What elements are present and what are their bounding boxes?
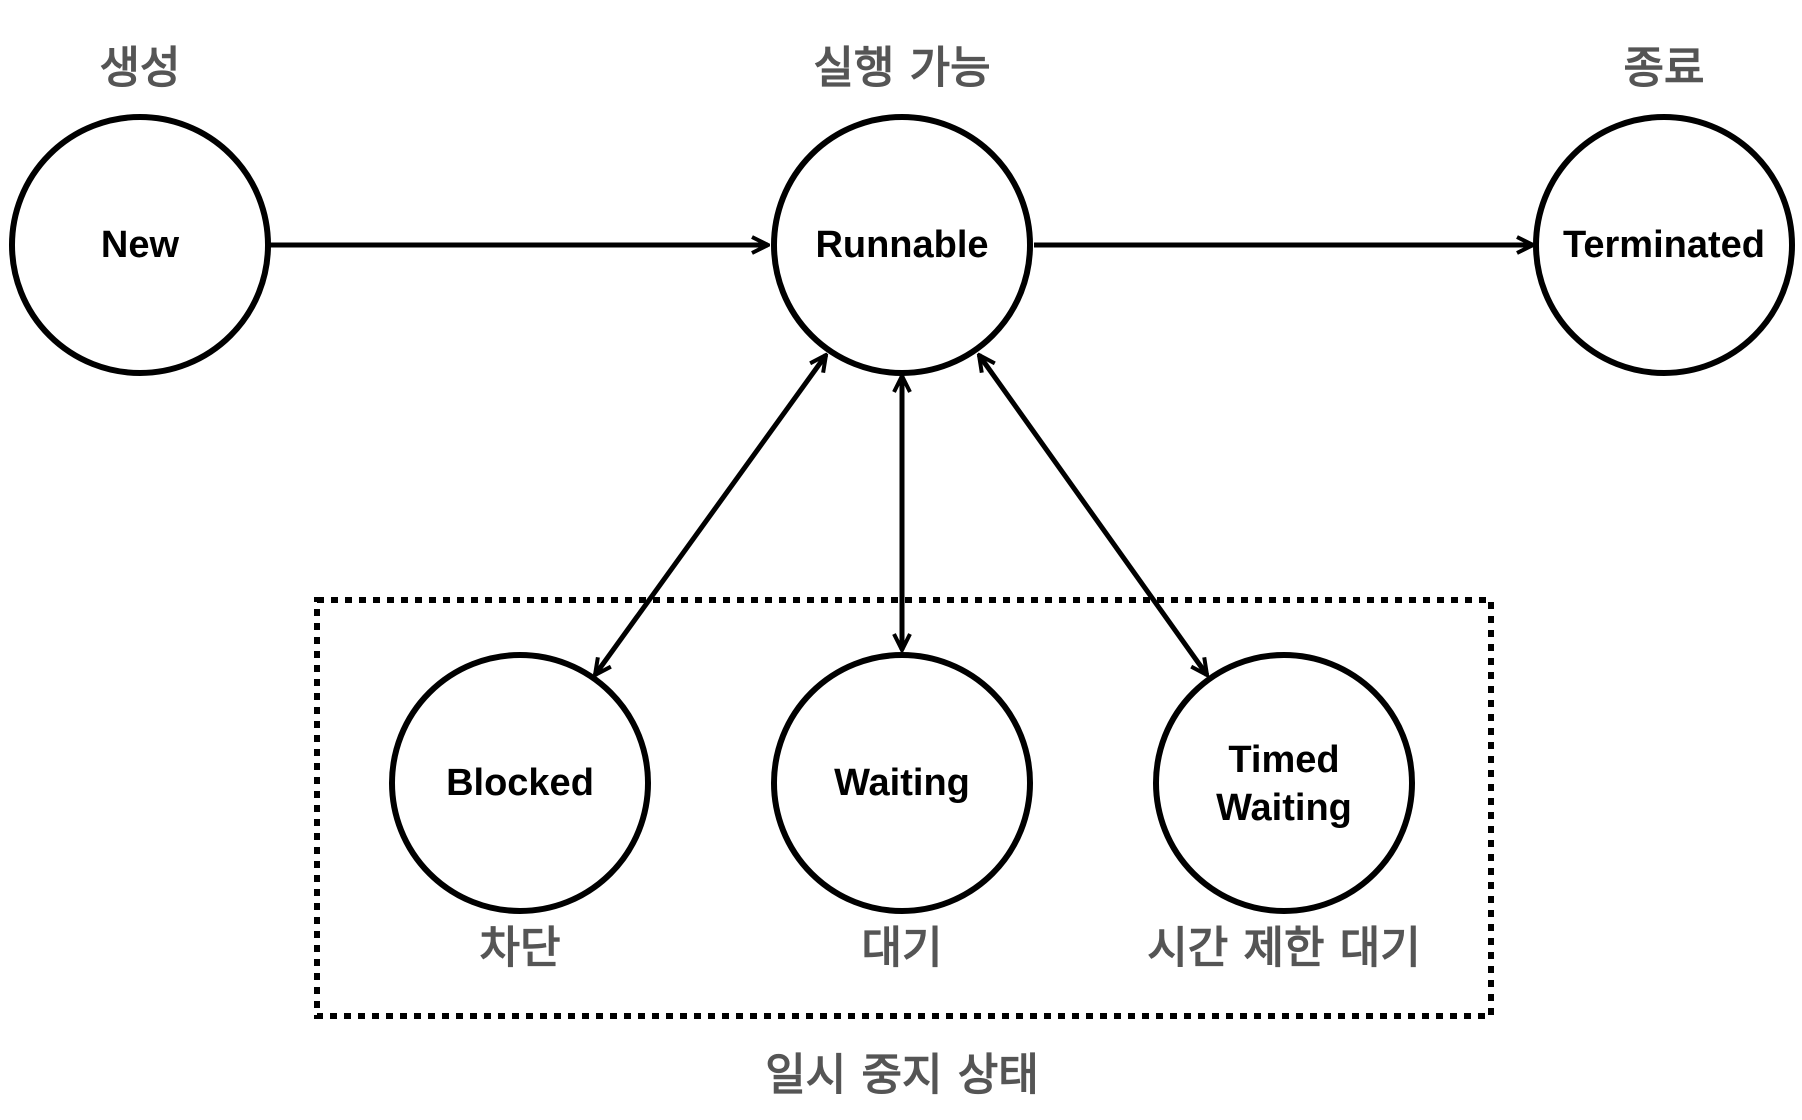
- caption-new: 생성: [100, 43, 181, 94]
- edge-runnable-timed-waiting: [979, 355, 1207, 675]
- state-node-runnable: Runnable: [771, 114, 1033, 376]
- state-circle-timed-waiting: [1153, 652, 1415, 914]
- paused-states-group-box: [314, 597, 1494, 1019]
- caption-paused-group: 일시 중지 상태: [765, 1050, 1039, 1101]
- state-circle-new: [9, 114, 271, 376]
- state-node-terminated: Terminated: [1533, 114, 1795, 376]
- state-label-new: New: [101, 224, 180, 266]
- state-circle-runnable: [771, 114, 1033, 376]
- caption-terminated: 종료: [1624, 43, 1705, 94]
- state-label-terminated: Terminated: [1563, 224, 1765, 266]
- state-label-timed-waiting-line2: Waiting: [1216, 787, 1352, 829]
- caption-blocked: 차단: [480, 923, 561, 974]
- caption-waiting: 대기: [862, 923, 943, 974]
- state-circle-terminated: [1533, 114, 1795, 376]
- state-node-timed-waiting: Timed Waiting: [1153, 652, 1415, 914]
- state-node-waiting: Waiting: [771, 652, 1033, 914]
- state-label-blocked: Blocked: [446, 762, 594, 804]
- state-label-timed-waiting-line1: Timed: [1228, 739, 1339, 781]
- state-node-blocked: Blocked: [389, 652, 651, 914]
- edge-runnable-blocked: [595, 355, 826, 675]
- state-circle-blocked: [389, 652, 651, 914]
- state-circle-waiting: [771, 652, 1033, 914]
- caption-runnable: 실행 가능: [813, 43, 990, 94]
- state-label-runnable: Runnable: [815, 224, 988, 266]
- caption-timed-waiting: 시간 제한 대기: [1147, 923, 1421, 974]
- state-node-new: New: [9, 114, 271, 376]
- state-label-waiting: Waiting: [834, 762, 970, 804]
